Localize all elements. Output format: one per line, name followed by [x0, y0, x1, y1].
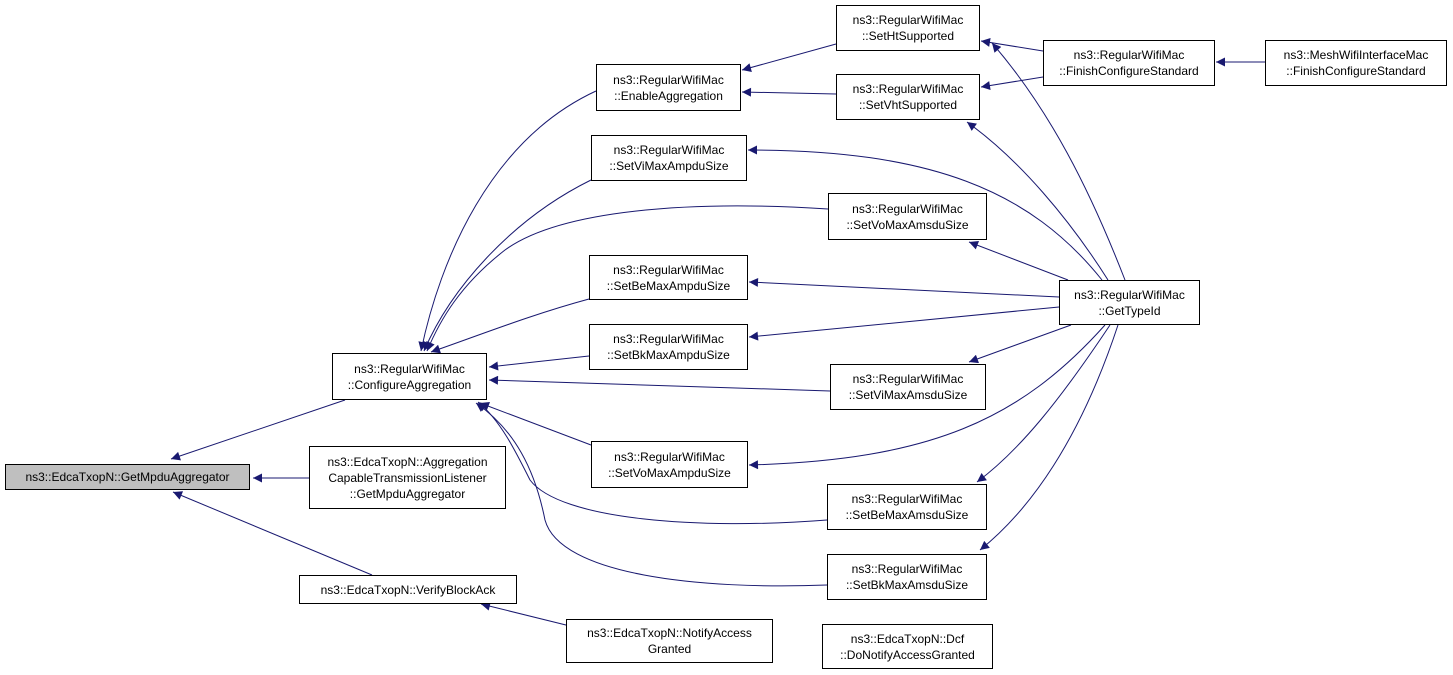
node-label-line: ns3::RegularWifiMac: [1073, 48, 1185, 62]
node-label-line: ::ConfigureAggregation: [347, 377, 472, 392]
node-label-line: ::SetBeMaxAmpduSize: [606, 278, 731, 293]
node-label-line: ::SetVoMaxAmsduSize: [846, 217, 969, 232]
edge-verify-to-root: [172, 491, 373, 576]
node-label-line: ns3::RegularWifiMac: [613, 143, 725, 157]
edge-bkmpdu-to-configure: [488, 355, 590, 371]
node-set-ht-supported[interactable]: ns3::RegularWifiMac ::SetHtSupported: [836, 5, 980, 51]
edge-bempdu-to-configure: [430, 298, 590, 354]
edge-typeid-to-bemsdu: [976, 324, 1111, 483]
edge-typeid-to-vimsdu: [968, 324, 1072, 364]
node-verify-block-ack[interactable]: ns3::EdcaTxopN::VerifyBlockAck: [299, 575, 517, 604]
node-set-be-max-amsdu-size[interactable]: ns3::RegularWifiMac ::SetBeMaxAmsduSize: [827, 484, 987, 530]
node-aggregation-listener[interactable]: ns3::EdcaTxopN::Aggregation CapableTrans…: [309, 446, 506, 509]
node-set-bk-max-amsdu-size[interactable]: ns3::RegularWifiMac ::SetBkMaxAmsduSize: [827, 554, 987, 600]
node-label-line: ns3::RegularWifiMac: [852, 372, 964, 386]
node-label-line: ns3::RegularWifiMac: [614, 449, 725, 464]
node-label-line: ::SetBeMaxAmsduSize: [845, 508, 969, 522]
edge-typeid-to-htsup: [991, 42, 1126, 281]
node-dcf-do-notify-access-granted[interactable]: ns3::EdcaTxopN::Dcf ::DoNotifyAccessGran…: [822, 624, 993, 669]
node-label-line: ::SetVhtSupported: [858, 98, 958, 112]
edge-configure-to-root: [170, 399, 346, 461]
node-label-line: ns3::EdcaTxopN::Dcf: [850, 631, 965, 646]
node-label-line: ns3::RegularWifiMac: [613, 262, 724, 277]
node-label-line: ns3::RegularWifiMac: [613, 332, 724, 346]
node-label-line: ns3::EdcaTxopN::VerifyBlockAck: [320, 582, 496, 597]
node-set-vi-max-ampdu-size[interactable]: ns3::RegularWifiMac ::SetViMaxAmpduSize: [591, 135, 747, 181]
edge-vimsdu-to-configure: [488, 375, 831, 392]
node-label-line: ns3::RegularWifiMac: [851, 562, 963, 576]
node-set-bk-max-ampdu-size[interactable]: ns3::RegularWifiMac ::SetBkMaxAmpduSize: [589, 324, 748, 370]
edge-enable-to-configure: [418, 90, 597, 352]
node-enable-aggregation[interactable]: ns3::RegularWifiMac ::EnableAggregation: [596, 64, 741, 111]
edge-typeid-to-vompdu: [748, 324, 1106, 470]
node-label-line: ::SetViMaxAmpduSize: [609, 159, 729, 173]
node-label-line: ns3::RegularWifiMac: [1074, 287, 1185, 302]
edge-bkmsdu-to-configure: [475, 402, 828, 587]
edge-typeid-to-vimpdu: [747, 145, 1103, 281]
node-label-line: ::SetBkMaxAmpduSize: [607, 348, 730, 362]
node-set-vo-max-ampdu-size[interactable]: ns3::RegularWifiMac ::SetVoMaxAmpduSize: [591, 441, 748, 488]
node-get-type-id[interactable]: ns3::RegularWifiMac ::GetTypeId: [1059, 280, 1200, 325]
node-label-line: ::SetVoMaxAmpduSize: [608, 465, 731, 480]
node-label-line: ::FinishConfigureStandard: [1059, 64, 1199, 78]
node-set-vo-max-amsdu-size[interactable]: ns3::RegularWifiMac ::SetVoMaxAmsduSize: [828, 193, 987, 240]
node-label-line: ns3::MeshWifiInterfaceMac: [1283, 48, 1429, 62]
node-configure-aggregation[interactable]: ns3::RegularWifiMac ::ConfigureAggregati…: [332, 353, 487, 400]
node-label-line: ns3::EdcaTxopN::NotifyAccess: [587, 626, 752, 640]
edge-typeid-to-bkmsdu: [979, 324, 1119, 551]
edge-finish-to-htsup: [980, 37, 1044, 52]
node-label-line: ::DoNotifyAccessGranted: [840, 647, 975, 662]
node-finish-configure-standard[interactable]: ns3::RegularWifiMac ::FinishConfigureSta…: [1043, 40, 1215, 86]
node-label-line: ::GetTypeId: [1098, 303, 1161, 318]
node-label-line: ::SetHtSupported: [861, 29, 955, 43]
edge-typeid-to-bkmpdu: [748, 306, 1060, 341]
edge-htsup-to-enable: [741, 43, 837, 72]
node-label-line: Granted: [647, 642, 692, 656]
edge-vomsdu-to-configure: [426, 205, 829, 352]
node-label-line: ns3::RegularWifiMac: [852, 13, 964, 27]
edge-bemsdu-to-configure: [477, 401, 828, 525]
node-label-line: ::EnableAggregation: [614, 88, 723, 103]
node-label-line: ns3::RegularWifiMac: [354, 361, 465, 376]
node-label-line: ::FinishConfigureStandard: [1286, 64, 1426, 78]
edge-notify-to-verify: [480, 601, 571, 627]
edge-typeid-to-vhtsup: [966, 121, 1109, 281]
edge-typeid-to-vomsdu: [968, 241, 1069, 281]
node-label-line: ns3::RegularWifiMac: [852, 201, 963, 216]
node-set-vi-max-amsdu-size[interactable]: ns3::RegularWifiMac ::SetViMaxAmsduSize: [830, 364, 986, 410]
edge-vimpdu-to-configure: [423, 179, 592, 352]
node-label-line: ns3::RegularWifiMac: [852, 82, 964, 96]
node-notify-access-granted[interactable]: ns3::EdcaTxopN::NotifyAccess Granted: [566, 619, 773, 663]
edge-vompdu-to-configure: [479, 401, 592, 446]
edge-vhtsup-to-enable: [741, 87, 837, 97]
node-label-line: ns3::EdcaTxopN::GetMpduAggregator: [25, 470, 230, 484]
edge-typeid-to-bempdu: [748, 277, 1060, 298]
node-set-vht-supported[interactable]: ns3::RegularWifiMac ::SetVhtSupported: [836, 74, 980, 120]
node-label-line: ns3::RegularWifiMac: [613, 72, 724, 87]
node-label-line: ::SetViMaxAmsduSize: [848, 388, 968, 402]
node-label-line: CapableTransmissionListener: [328, 470, 487, 485]
node-label-line: ns3::RegularWifiMac: [851, 492, 963, 506]
node-mesh-finish-configure-standard[interactable]: ns3::MeshWifiInterfaceMac ::FinishConfig…: [1265, 40, 1447, 86]
node-set-be-max-ampdu-size[interactable]: ns3::RegularWifiMac ::SetBeMaxAmpduSize: [589, 255, 748, 300]
node-label-line: ns3::EdcaTxopN::Aggregation: [327, 454, 488, 469]
node-get-mpdu-aggregator[interactable]: ns3::EdcaTxopN::GetMpduAggregator: [5, 464, 250, 490]
node-label-line: ::GetMpduAggregator: [349, 486, 466, 501]
node-label-line: ::SetBkMaxAmsduSize: [845, 578, 969, 592]
edge-finish-to-vhtsup: [980, 76, 1044, 91]
